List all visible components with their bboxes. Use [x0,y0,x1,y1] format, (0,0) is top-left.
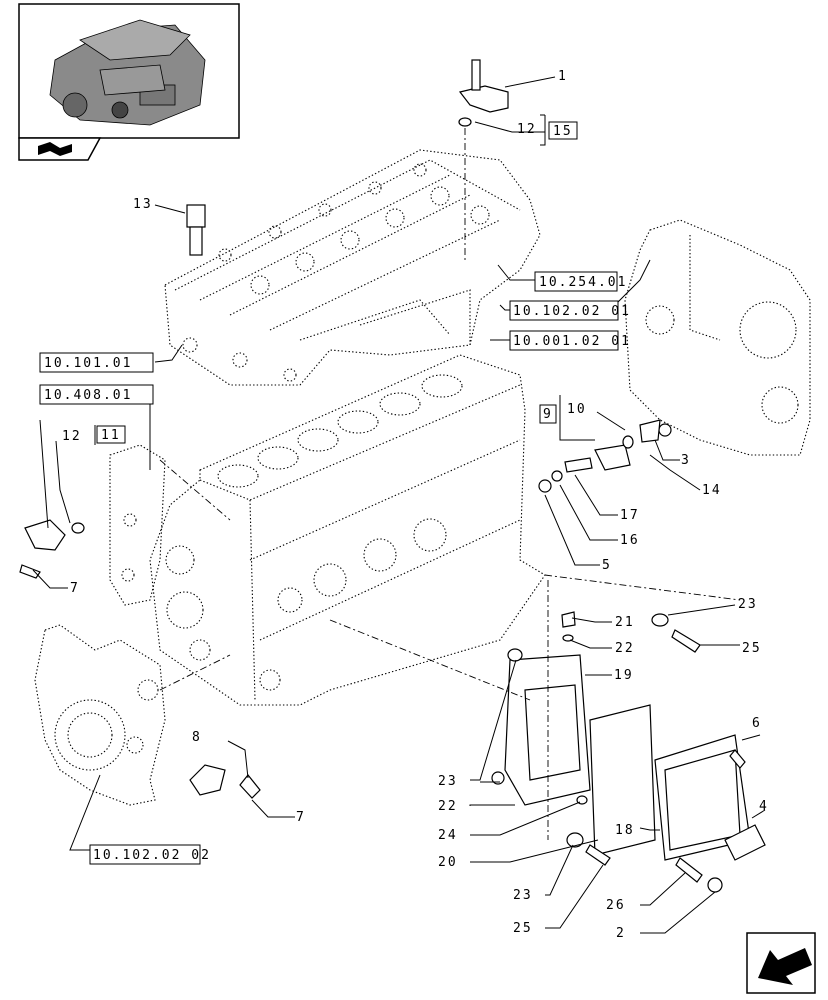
callout-5: 5 [602,558,612,573]
callout-25: 25 [513,921,533,936]
callout-22: 22 [438,799,458,814]
rear-plate [109,444,166,606]
ref-10-102-02-01: 10.102.02 01 [513,304,631,319]
parts [19,59,766,893]
callout-labels: 1 12 13 12 7 8 7 10 3 14 17 16 5 21 22 2… [62,69,769,941]
assembly-lines [159,128,741,840]
callout-26: 26 [606,898,626,913]
box-9: 9 [543,407,553,422]
callout-14: 14 [702,483,722,498]
front-cover [34,624,166,806]
callout-23: 23 [738,597,758,612]
book-icon[interactable] [18,137,102,161]
leader-lines [32,76,766,934]
reference-boxes[interactable]: 10.254.01 10.102.02 01 10.001.02 01 10.1… [39,271,631,865]
cylinder-head [164,149,541,386]
ref-10-101-01: 10.101.01 [44,356,132,371]
callout-1: 1 [558,69,568,84]
callout-7: 7 [70,581,80,596]
callout-20: 20 [438,855,458,870]
boxed-numbers: 15 11 9 [96,121,578,444]
ref-10-254-01: 10.254.01 [539,275,627,290]
callout-8: 8 [192,730,202,745]
callout-25: 25 [742,641,762,656]
flywheel-housing [624,219,811,456]
callout-21: 21 [615,615,635,630]
callout-2: 2 [616,926,626,941]
engine-thumbnail[interactable] [18,3,240,139]
callout-12: 12 [62,429,82,444]
callout-22: 22 [615,641,635,656]
callout-13: 13 [133,197,153,212]
callout-19: 19 [614,668,634,683]
engine-block [149,354,546,706]
box-11: 11 [101,428,121,443]
callout-18: 18 [615,823,635,838]
ref-10-001-02-01: 10.001.02 01 [513,334,631,349]
callout-10: 10 [567,402,587,417]
callout-6: 6 [752,716,762,731]
box-15: 15 [553,124,573,139]
callout-3: 3 [681,453,691,468]
callout-4: 4 [759,799,769,814]
ref-10-102-02-02: 10.102.02 02 [93,848,211,863]
callout-23: 23 [438,774,458,789]
callout-12: 12 [517,122,537,137]
callout-17: 17 [620,508,640,523]
callout-16: 16 [620,533,640,548]
callout-7: 7 [296,810,306,825]
previous-page-arrow-icon[interactable] [746,932,816,994]
callout-23: 23 [513,888,533,903]
callout-24: 24 [438,828,458,843]
ref-10-408-01: 10.408.01 [44,388,132,403]
